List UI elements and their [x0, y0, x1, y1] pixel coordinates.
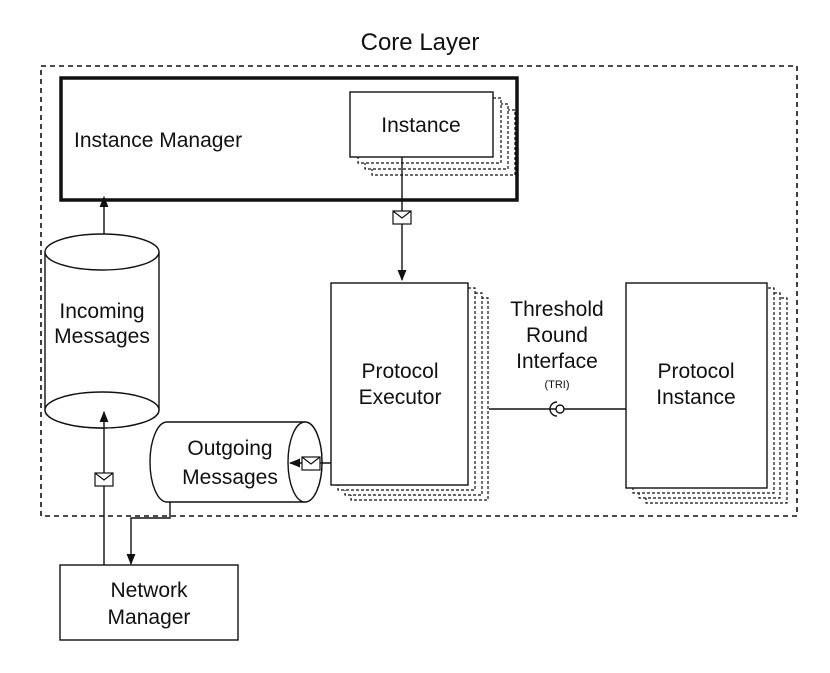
- protocol-executor-label-line1: Protocol: [361, 360, 438, 383]
- instance-box: [349, 91, 494, 158]
- protocol-executor-box: [330, 282, 469, 486]
- outgoing-messages-label-line1: Outgoing: [187, 437, 272, 460]
- tri-ball-icon: [555, 404, 565, 414]
- incoming-messages-label-line1: Incoming: [59, 300, 144, 323]
- tri-abbreviation: (TRI): [544, 379, 569, 391]
- envelope-icon: [301, 456, 321, 471]
- tri-label-line1: Threshold: [510, 298, 603, 321]
- protocol-instance-label-line2: Instance: [656, 386, 735, 409]
- tri-socket-icon: [549, 401, 558, 417]
- protocol-instance-label-line1: Protocol: [657, 360, 734, 383]
- instance-manager-label: Instance Manager: [74, 129, 242, 152]
- incoming-messages-label-line2: Messages: [54, 325, 150, 348]
- outgoing-to-network-arrow: [126, 502, 171, 566]
- network-manager-label-line2: Manager: [108, 606, 191, 629]
- network-manager-label-line1: Network: [110, 579, 188, 602]
- core-layer-boundary: [40, 65, 798, 517]
- incoming-messages-cylinder: Incoming Messages: [44, 233, 160, 429]
- protocol-instance-stack: Protocol Instance: [625, 282, 788, 504]
- envelope-icon: [94, 472, 114, 487]
- core-layer-title: Core Layer: [361, 29, 480, 56]
- envelope-icon: [392, 210, 412, 225]
- tri-label-line3: Interface: [516, 350, 598, 373]
- network-manager-box: [59, 564, 239, 641]
- protocol-executor-stack: Protocol Executor: [330, 282, 489, 501]
- tri-label-line2: Round: [526, 324, 588, 347]
- protocol-executor-label-line2: Executor: [359, 386, 442, 409]
- outgoing-messages-label-line2: Messages: [182, 466, 278, 489]
- instance-stack: Instance: [349, 91, 516, 176]
- instance-label: Instance: [381, 114, 460, 137]
- protocol-instance-box: [625, 282, 768, 489]
- outgoing-messages-cylinder: Outgoing Messages: [149, 421, 323, 503]
